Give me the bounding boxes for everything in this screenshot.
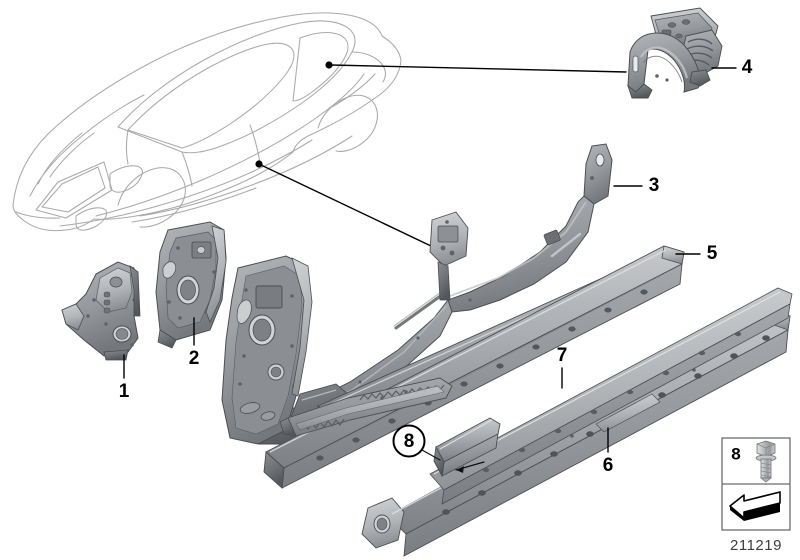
callout-4-label: 4 [742,57,753,78]
callout-1-label: 1 [119,381,130,402]
callout-6-label: 6 [603,455,614,476]
callout-5: 5 [675,243,718,264]
leader-line-to-part-4 [330,64,627,73]
part-wheel-arch-reinforcement [627,7,723,99]
part-a-pillar-lower-bracket [61,261,141,361]
diagram-id-number: 211219 [730,537,782,554]
leader-line-group-to-vehicle [255,61,627,257]
callout-3-label: 3 [649,175,660,196]
leader-dot-rear-quarter [325,61,333,69]
callout-2-label: 2 [189,348,200,369]
legend-box: 8 [721,437,791,554]
part-a-pillar-inner-panel-small [155,221,227,349]
callout-4: 4 [711,57,753,78]
part-toothed-cross-brace [279,377,453,437]
leader-dot-rocker [255,160,263,168]
vehicle-ghost-outline [12,12,402,232]
hex-flange-bolt-icon [755,440,777,483]
callout-6: 6 [603,427,614,476]
callout-8: 8 [392,424,441,461]
legend-item-number: 8 [731,444,740,463]
leader-arrowhead-8 [456,466,464,473]
callout-8-circle [392,424,426,458]
leader-line-to-part-3 [260,164,453,257]
callout-8-label: 8 [404,431,415,452]
part-short-channel-8 [433,417,501,478]
callout-7: 7 [557,345,568,389]
callout-2: 2 [189,317,200,369]
callout-3: 3 [613,175,660,196]
block-arrow-icon [729,491,781,521]
callout-8-leader [421,449,441,461]
callout-7-label: 7 [557,345,568,366]
callout-1: 1 [119,354,130,402]
callout-5-label: 5 [707,243,718,264]
